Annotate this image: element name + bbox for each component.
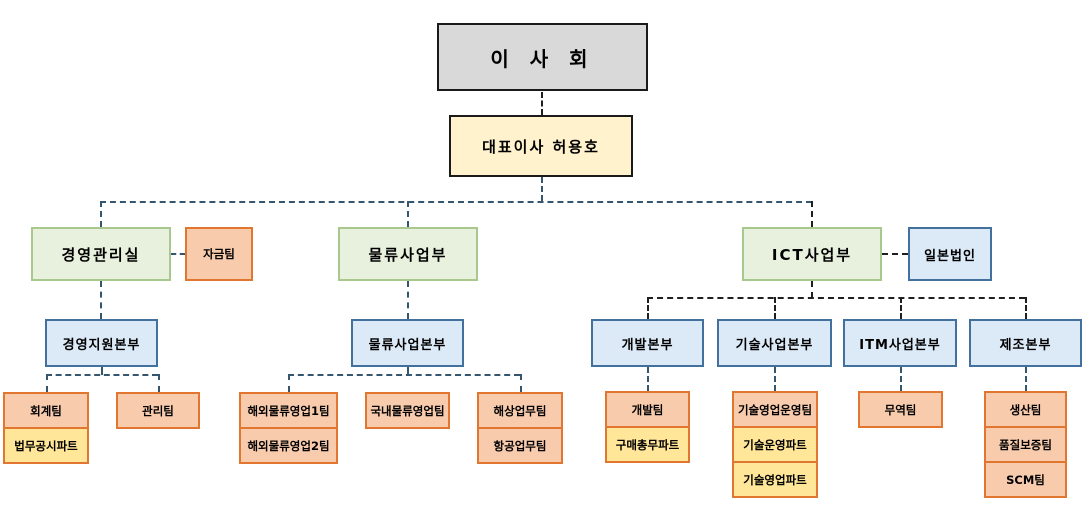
overseas-sales-team1-box: 해외물류영업1팀 — [239, 392, 338, 429]
dev-team-box: 개발팀 — [605, 391, 690, 428]
itm-hq-box: ITM사업본부 — [843, 319, 957, 367]
connector-logistics-hq — [407, 281, 409, 319]
purchasing-ga-part-box: 구매총무파트 — [605, 426, 690, 463]
connector-loghq-horizontal — [288, 374, 520, 376]
connector-drop-ict — [811, 201, 813, 227]
trade-team-box: 무역팀 — [858, 391, 943, 428]
air-team-box: 항공업무팀 — [477, 427, 563, 464]
connector-devhq-teams — [647, 367, 649, 391]
connector-ict-horizontal — [647, 297, 1025, 299]
connector-ict-stub — [811, 281, 813, 298]
tech-hq-box: 기술사업본부 — [717, 319, 832, 367]
connector-main-horizontal — [100, 201, 812, 203]
japan-corporation-box: 일본법인 — [908, 227, 992, 281]
connector-loghq-stub — [407, 367, 409, 375]
connector-management-hq — [100, 281, 102, 319]
connector-drop-logistics — [407, 201, 409, 227]
overseas-sales-team2-box: 해외물류영업2팀 — [239, 427, 338, 464]
connector-mgmthq-stub — [101, 367, 103, 375]
connector-management-finance — [171, 253, 185, 255]
connector-drop-mfghq — [1025, 297, 1027, 319]
scm-team-box: SCM팀 — [984, 461, 1067, 498]
ceo-box: 대표이사 허용호 — [449, 115, 633, 177]
connector-itmhq-teams — [900, 367, 902, 391]
production-team-box: 생산팀 — [984, 391, 1067, 428]
connector-drop-management — [100, 201, 102, 227]
connector-mfghq-teams — [1025, 367, 1027, 391]
accounting-team-box: 회계팀 — [3, 392, 89, 429]
connector-drop-admin — [158, 374, 160, 392]
dev-hq-box: 개발본부 — [591, 319, 704, 367]
connector-mgmthq-horizontal — [46, 374, 158, 376]
connector-drop-itmhq — [900, 297, 902, 319]
connector-drop-overseas — [288, 374, 290, 392]
management-hq-box: 경영지원본부 — [45, 319, 158, 367]
connector-drop-accounting — [46, 374, 48, 392]
qa-team-box: 품질보증팀 — [984, 426, 1067, 463]
connector-ceo-trunk — [541, 177, 543, 201]
admin-team-box: 관리팀 — [116, 392, 200, 429]
connector-drop-techhq — [774, 297, 776, 319]
logistics-hq-box: 물류사업본부 — [351, 319, 464, 367]
management-division-box: 경영관리실 — [31, 227, 171, 281]
tech-sales-ops-team-box: 기술영업운영팀 — [732, 391, 818, 428]
finance-team-box: 자금팀 — [185, 227, 253, 281]
logistics-division-box: 물류사업부 — [338, 227, 478, 281]
board-box: 이 사 회 — [437, 23, 648, 91]
connector-drop-devhq — [647, 297, 649, 319]
connector-ict-japan — [882, 253, 908, 255]
ict-division-box: ICT사업부 — [742, 227, 882, 281]
connector-techhq-teams — [774, 367, 776, 391]
legal-disclosure-part-box: 법무공시파트 — [3, 427, 89, 464]
connector-board-ceo — [541, 92, 543, 115]
marine-team-box: 해상업무팀 — [477, 392, 563, 429]
domestic-sales-team-box: 국내물류영업팀 — [365, 392, 450, 429]
mfg-hq-box: 제조본부 — [969, 319, 1082, 367]
connector-drop-marine — [520, 374, 522, 392]
tech-sales-part-box: 기술영업파트 — [732, 461, 818, 498]
tech-ops-part-box: 기술운영파트 — [732, 426, 818, 463]
